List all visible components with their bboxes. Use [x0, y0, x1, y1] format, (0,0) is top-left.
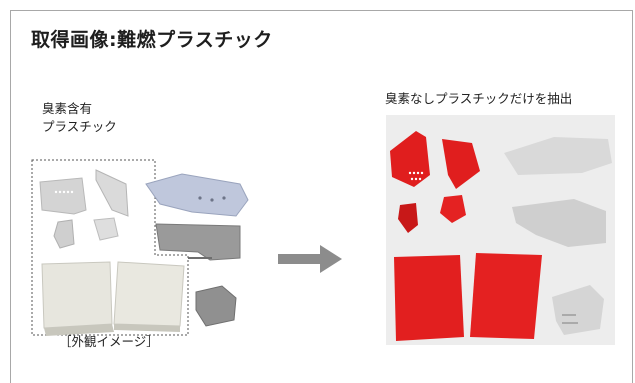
- bromine-containing-label-line2: プラスチック: [42, 119, 117, 134]
- result-caption: 臭素なしプラスチックだけを抽出: [385, 91, 573, 106]
- appearance-caption: ［外観イメージ］: [59, 334, 159, 349]
- bromine-containing-label: 臭素含有 プラスチック: [42, 100, 117, 136]
- right-arrow-icon: [278, 245, 342, 273]
- page-title: 取得画像:難燃プラスチック: [31, 29, 273, 51]
- plastic-parts-illustration: [31, 159, 249, 336]
- bromine-containing-label-line1: 臭素含有: [42, 101, 93, 116]
- extracted-plastics-photo: [386, 115, 615, 345]
